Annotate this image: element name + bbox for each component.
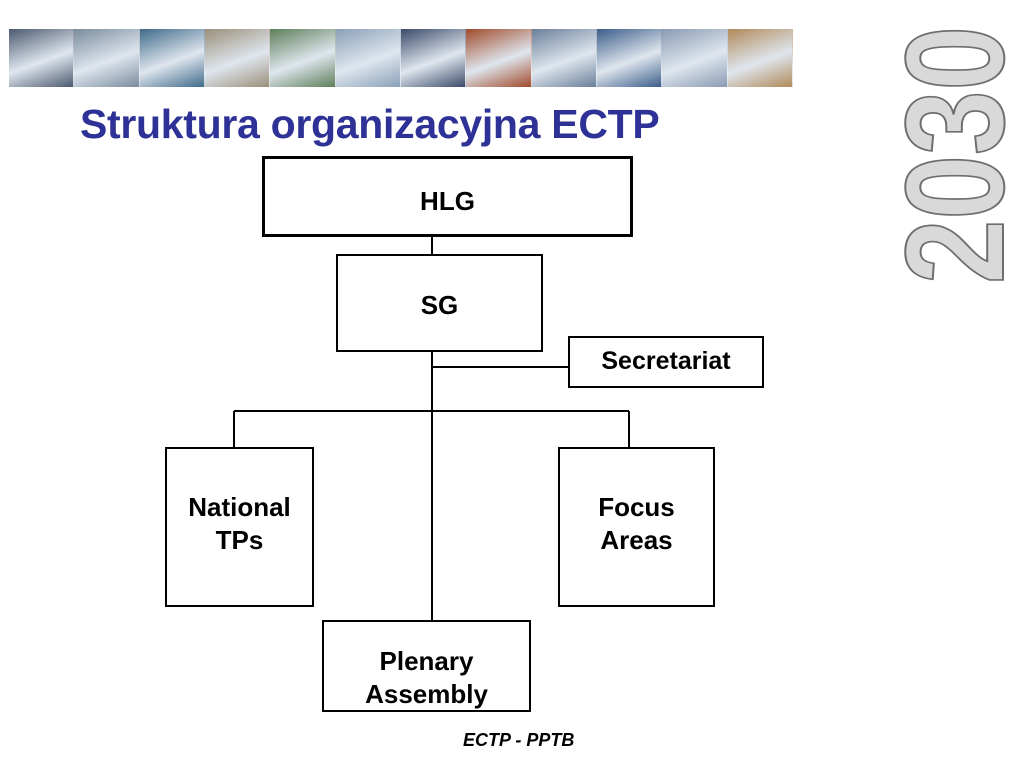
focus-areas-box: Focus Areas xyxy=(558,447,715,607)
header-photo-banner xyxy=(9,29,793,87)
sg-label: SG xyxy=(420,290,459,320)
national-tps-box: National TPs xyxy=(165,447,314,607)
secretariat-box: Secretariat xyxy=(568,336,764,388)
year-2030-text: 2030 xyxy=(876,26,1016,284)
banner-photo xyxy=(727,29,793,87)
banner-photo xyxy=(139,29,205,87)
banner-photo xyxy=(204,29,271,87)
secretariat-label: Secretariat xyxy=(601,347,731,376)
banner-photo xyxy=(270,29,336,87)
hlg-box: HLG xyxy=(262,156,633,237)
page-title: Struktura organizacyjna ECTP xyxy=(80,101,660,147)
year-2030-graphic: 2030 xyxy=(875,25,1016,284)
banner-photo xyxy=(531,29,597,87)
banner-photo xyxy=(400,29,467,87)
plenary-assembly-label-line1: Plenary xyxy=(379,646,474,676)
banner-photo xyxy=(74,29,140,87)
banner-photo xyxy=(596,29,663,87)
focus-areas-label-line2: Areas xyxy=(600,524,673,555)
focus-areas-label-line1: Focus xyxy=(598,492,675,522)
hlg-label: HLG xyxy=(420,186,475,216)
banner-photo xyxy=(662,29,728,87)
banner-photo xyxy=(335,29,401,87)
plenary-assembly-box: Plenary Assembly xyxy=(322,620,531,712)
national-tps-label-line2: TPs xyxy=(215,524,264,555)
banner-photo xyxy=(9,29,75,87)
banner-photo xyxy=(466,29,532,87)
national-tps-label-line1: National xyxy=(188,492,291,522)
plenary-assembly-label-line2: Assembly xyxy=(365,678,488,709)
sg-box: SG xyxy=(336,254,543,352)
footer-label: ECTP - PPTB xyxy=(463,730,575,750)
